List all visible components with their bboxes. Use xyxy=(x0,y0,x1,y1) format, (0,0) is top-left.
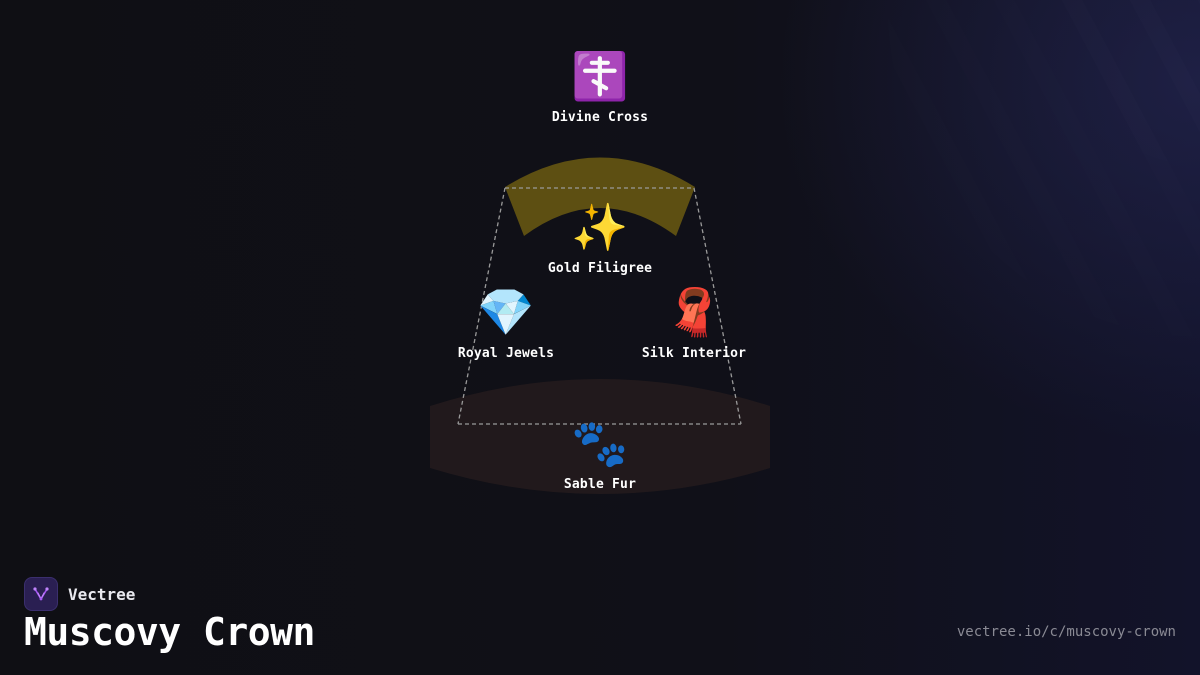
node-silk-interior[interactable]: 🧣 Silk Interior xyxy=(594,284,794,361)
fur-band-shape xyxy=(430,379,770,494)
node-label: Divine Cross xyxy=(551,110,649,125)
node-divine-cross[interactable]: ☦️ Divine Cross xyxy=(500,48,700,125)
source-url[interactable]: vectree.io/c/muscovy-crown xyxy=(956,624,1176,640)
paw-prints-icon: 🐾 xyxy=(571,416,629,470)
page-title: Muscovy Crown xyxy=(24,610,315,654)
scarf-icon: 🧣 xyxy=(665,285,723,339)
brand: Vectree xyxy=(24,577,135,611)
orthodox-cross-icon: ☦️ xyxy=(571,49,629,103)
node-gold-filigree[interactable]: ✨ Gold Filigree xyxy=(500,199,700,276)
node-sable-fur[interactable]: 🐾 Sable Fur xyxy=(500,415,700,492)
connector-left xyxy=(457,187,506,425)
sparkles-icon: ✨ xyxy=(571,200,629,254)
brand-name: Vectree xyxy=(68,584,136,604)
node-royal-jewels[interactable]: 💎 Royal Jewels xyxy=(406,284,606,361)
node-label: Sable Fur xyxy=(563,477,637,492)
gold-band-shape xyxy=(505,157,695,236)
node-label: Royal Jewels xyxy=(457,346,555,361)
node-label: Gold Filigree xyxy=(547,261,653,276)
vectree-logo-icon xyxy=(24,577,58,611)
connector-right xyxy=(693,187,742,425)
gem-icon: 💎 xyxy=(477,285,535,339)
node-label: Silk Interior xyxy=(641,346,747,361)
